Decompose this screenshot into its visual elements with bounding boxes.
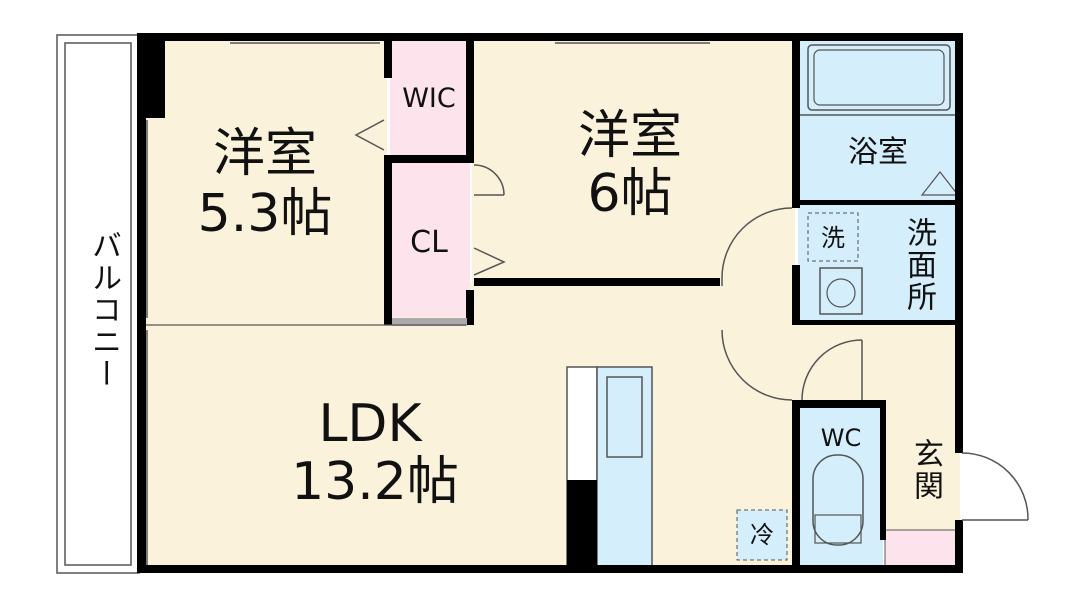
bathroom-label: 浴室 [848, 135, 908, 170]
fridge-spot [736, 509, 788, 561]
washer-label: 洗 [821, 224, 845, 252]
western-room-1-size: 5.3帖 [197, 184, 333, 244]
balcony-area [56, 34, 140, 574]
fridge-label: 冷 [750, 521, 774, 549]
ldk-name: LDK [318, 394, 422, 454]
western-room-1-floor [142, 40, 387, 325]
wic-label: WIC [402, 83, 456, 114]
kitchen-sink-counter [596, 366, 653, 571]
hall-floor [795, 325, 960, 405]
toilet-label: WC [820, 424, 862, 452]
balcony-label: バルコニー [86, 230, 121, 390]
entrance-label: 玄関 [908, 438, 943, 502]
toilet-fixture [812, 454, 864, 546]
western-room-2-size: 6帖 [587, 164, 673, 224]
entrance-step [884, 529, 961, 571]
western-room-2-name: 洋室 [577, 106, 682, 166]
ldk-floor [142, 283, 795, 570]
closet-label: CL [410, 225, 448, 260]
western-room-1-name: 洋室 [212, 124, 317, 184]
western-room-2-floor [472, 40, 795, 283]
ldk-size: 13.2帖 [291, 452, 459, 512]
washer-spot [807, 212, 859, 262]
wic-floor [390, 40, 470, 155]
entrance-floor [885, 405, 960, 530]
closet-floor [390, 162, 470, 317]
bathtub [807, 44, 951, 111]
washroom-label: 洗面所 [901, 216, 936, 313]
